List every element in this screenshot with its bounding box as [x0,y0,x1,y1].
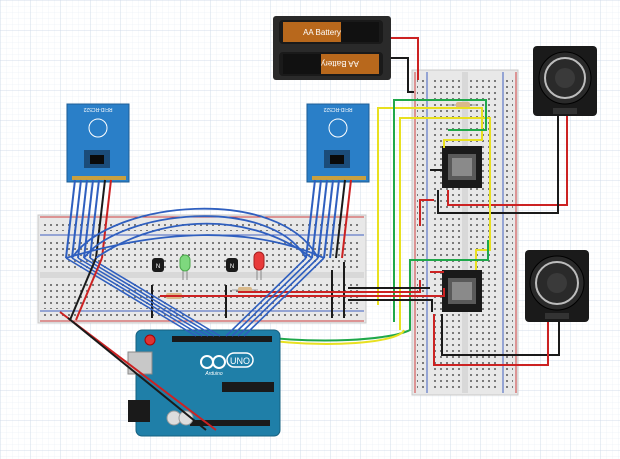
rfid-right-header-wires [305,179,352,259]
arduino-signal-wires [65,257,325,337]
battery-top-label: AA Battery [303,28,341,37]
arduino-model-label: UNO [230,356,250,366]
rfid-left-label: RFID-RC522 [83,106,112,112]
rfid-left-header-wires [65,179,112,259]
battery-wire-red [391,37,419,80]
battery-wire-black [391,57,414,93]
transistor-left: N [152,258,164,272]
arduino-power-wires [59,257,217,431]
mp3-module-top [442,146,482,188]
transistor-left-label: N [156,264,160,270]
transistor-right-label: N [230,264,234,270]
resistor-top [448,102,478,108]
interconnect-wires [160,169,445,312]
led-green [179,254,191,280]
led-red [253,251,265,280]
rfid-bus-arches [65,207,325,259]
speaker-wires [433,116,568,366]
arduino-brand-label: Arduino [204,371,222,377]
battery-bottom-label: AA Battery [321,59,359,68]
breadboard-horizontal [37,214,367,324]
rfid-module-left: RFID-RC522 [66,103,130,183]
breadboard-vertical [411,69,519,396]
battery-pack: AA Battery AA Battery [273,16,391,80]
rfid-right-label: RFID-RC522 [323,106,352,112]
rfid-module-right: RFID-RC522 [306,103,370,183]
speaker-bottom [525,250,589,322]
speaker-top [533,46,597,116]
mp3-module-bottom [442,270,482,312]
transistor-right: N [226,258,238,272]
arduino-uno-board: UNO Arduino [127,329,281,437]
